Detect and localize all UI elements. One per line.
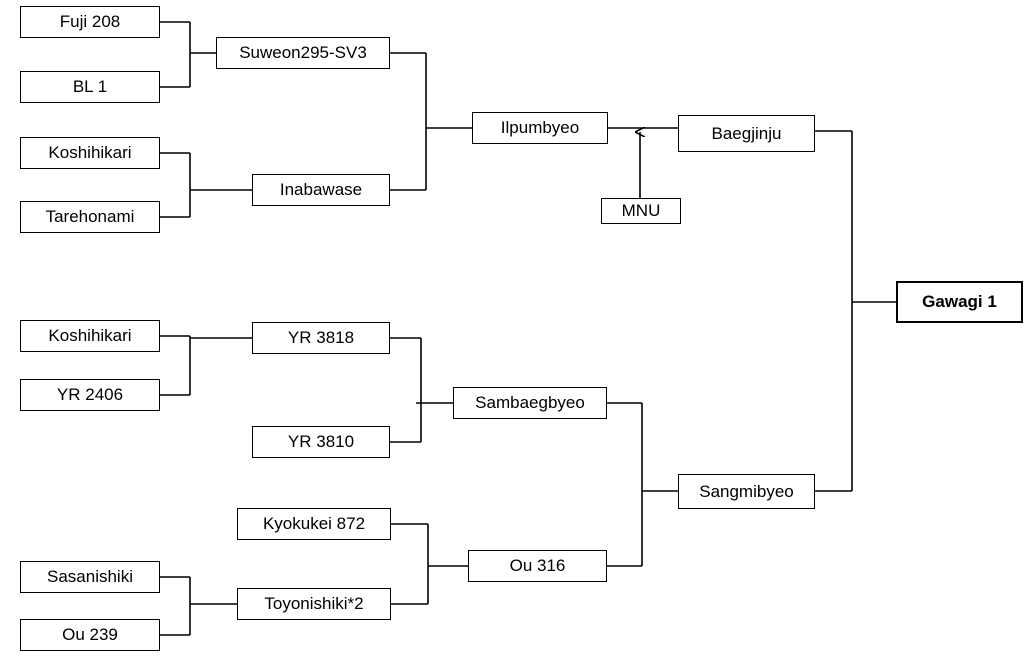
node-ilpumbyeo: Ilpumbyeo — [472, 112, 608, 144]
node-label: YR 2406 — [56, 385, 124, 404]
node-label: Sambaegbyeo — [475, 393, 585, 412]
node-label: Ilpumbyeo — [500, 118, 580, 137]
node-yr-3818: YR 3818 — [252, 322, 390, 354]
node-sasanishiki: Sasanishiki — [20, 561, 160, 593]
node-label: Koshihikari — [48, 143, 132, 162]
node-inabawase: Inabawase — [252, 174, 390, 206]
node-label: Gawagi 1 — [922, 292, 997, 311]
node-label: Toyonishiki*2 — [264, 594, 364, 613]
node-label: BL 1 — [72, 77, 108, 96]
node-bl-1: BL 1 — [20, 71, 160, 103]
node-koshihikari-top: Koshihikari — [20, 137, 160, 169]
node-ou-239: Ou 239 — [20, 619, 160, 651]
node-label: Fuji 208 — [59, 12, 121, 31]
node-label: YR 3810 — [287, 432, 355, 451]
node-toyonishiki-2: Toyonishiki*2 — [237, 588, 391, 620]
node-label: Tarehonami — [45, 207, 135, 226]
node-yr-3810: YR 3810 — [252, 426, 390, 458]
node-koshihikari-mid: Koshihikari — [20, 320, 160, 352]
node-label: YR 3818 — [287, 328, 355, 347]
node-fuji-208: Fuji 208 — [20, 6, 160, 38]
node-label: Ou 316 — [509, 556, 566, 575]
node-label: Kyokukei 872 — [262, 514, 366, 533]
node-baegjinju: Baegjinju — [678, 115, 815, 152]
node-label: Sasanishiki — [47, 567, 133, 586]
node-suweon295-sv3: Suweon295-SV3 — [216, 37, 390, 69]
node-ou-316: Ou 316 — [468, 550, 607, 582]
node-label: Inabawase — [279, 180, 363, 199]
node-gawagi-1: Gawagi 1 — [896, 281, 1023, 323]
node-label: Suweon295-SV3 — [239, 43, 367, 62]
node-label: Koshihikari — [48, 326, 132, 345]
node-tarehonami: Tarehonami — [20, 201, 160, 233]
node-yr-2406: YR 2406 — [20, 379, 160, 411]
node-label: Baegjinju — [711, 123, 782, 143]
node-kyokukei-872: Kyokukei 872 — [237, 508, 391, 540]
node-mnu: MNU — [601, 198, 681, 224]
node-label: Ou 239 — [62, 625, 118, 644]
node-sambaegbyeo: Sambaegbyeo — [453, 387, 607, 419]
node-label: Sangmibyeo — [699, 481, 794, 501]
node-label: MNU — [621, 201, 661, 220]
node-sangmibyeo: Sangmibyeo — [678, 474, 815, 509]
